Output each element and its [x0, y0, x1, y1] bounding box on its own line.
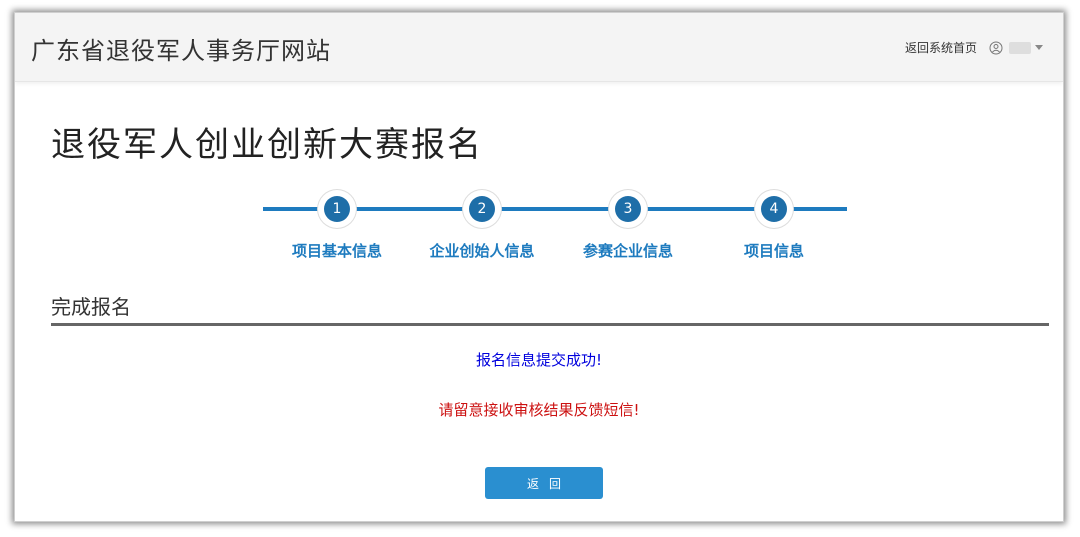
- step-progress: 1 项目基本信息 2 企业创始人信息 3 参赛企业信息 4 项目信息: [263, 189, 847, 279]
- step-label: 项目信息: [743, 242, 804, 260]
- step-number: 4: [761, 196, 787, 222]
- step-1: 1 项目基本信息: [272, 189, 402, 261]
- step-number: 1: [324, 196, 350, 222]
- step-number: 3: [615, 196, 641, 222]
- step-3: 3 参赛企业信息: [563, 189, 693, 261]
- step-2: 2 企业创始人信息: [417, 189, 547, 261]
- success-message: 报名信息提交成功!: [475, 351, 602, 369]
- note-message: 请留意接收审核结果反馈短信!: [438, 401, 640, 419]
- step-label: 企业创始人信息: [429, 242, 535, 260]
- app-window: 广东省退役军人事务厅网站 返回系统首页 用户 退役军人创业创新大赛报名 1 项目…: [14, 12, 1064, 522]
- step-label: 项目基本信息: [291, 242, 382, 260]
- site-title: 广东省退役军人事务厅网站: [31, 37, 331, 65]
- step-4: 4 项目信息: [709, 189, 839, 261]
- top-right-menu: 返回系统首页 用户: [905, 39, 1043, 56]
- page-title: 退役军人创业创新大赛报名: [51, 125, 483, 165]
- home-link[interactable]: 返回系统首页: [904, 41, 977, 55]
- section-title: 完成报名: [51, 295, 131, 319]
- user-name[interactable]: 用户: [1009, 41, 1031, 54]
- back-button[interactable]: 返回: [485, 467, 603, 499]
- chevron-down-icon[interactable]: [1035, 45, 1043, 50]
- user-circle-icon[interactable]: [989, 41, 1003, 55]
- top-bar: 广东省退役军人事务厅网站 返回系统首页 用户: [15, 13, 1063, 82]
- step-progress-line: [263, 207, 847, 211]
- step-label: 参赛企业信息: [582, 242, 673, 260]
- section-divider: [51, 323, 1049, 326]
- step-number: 2: [469, 196, 495, 222]
